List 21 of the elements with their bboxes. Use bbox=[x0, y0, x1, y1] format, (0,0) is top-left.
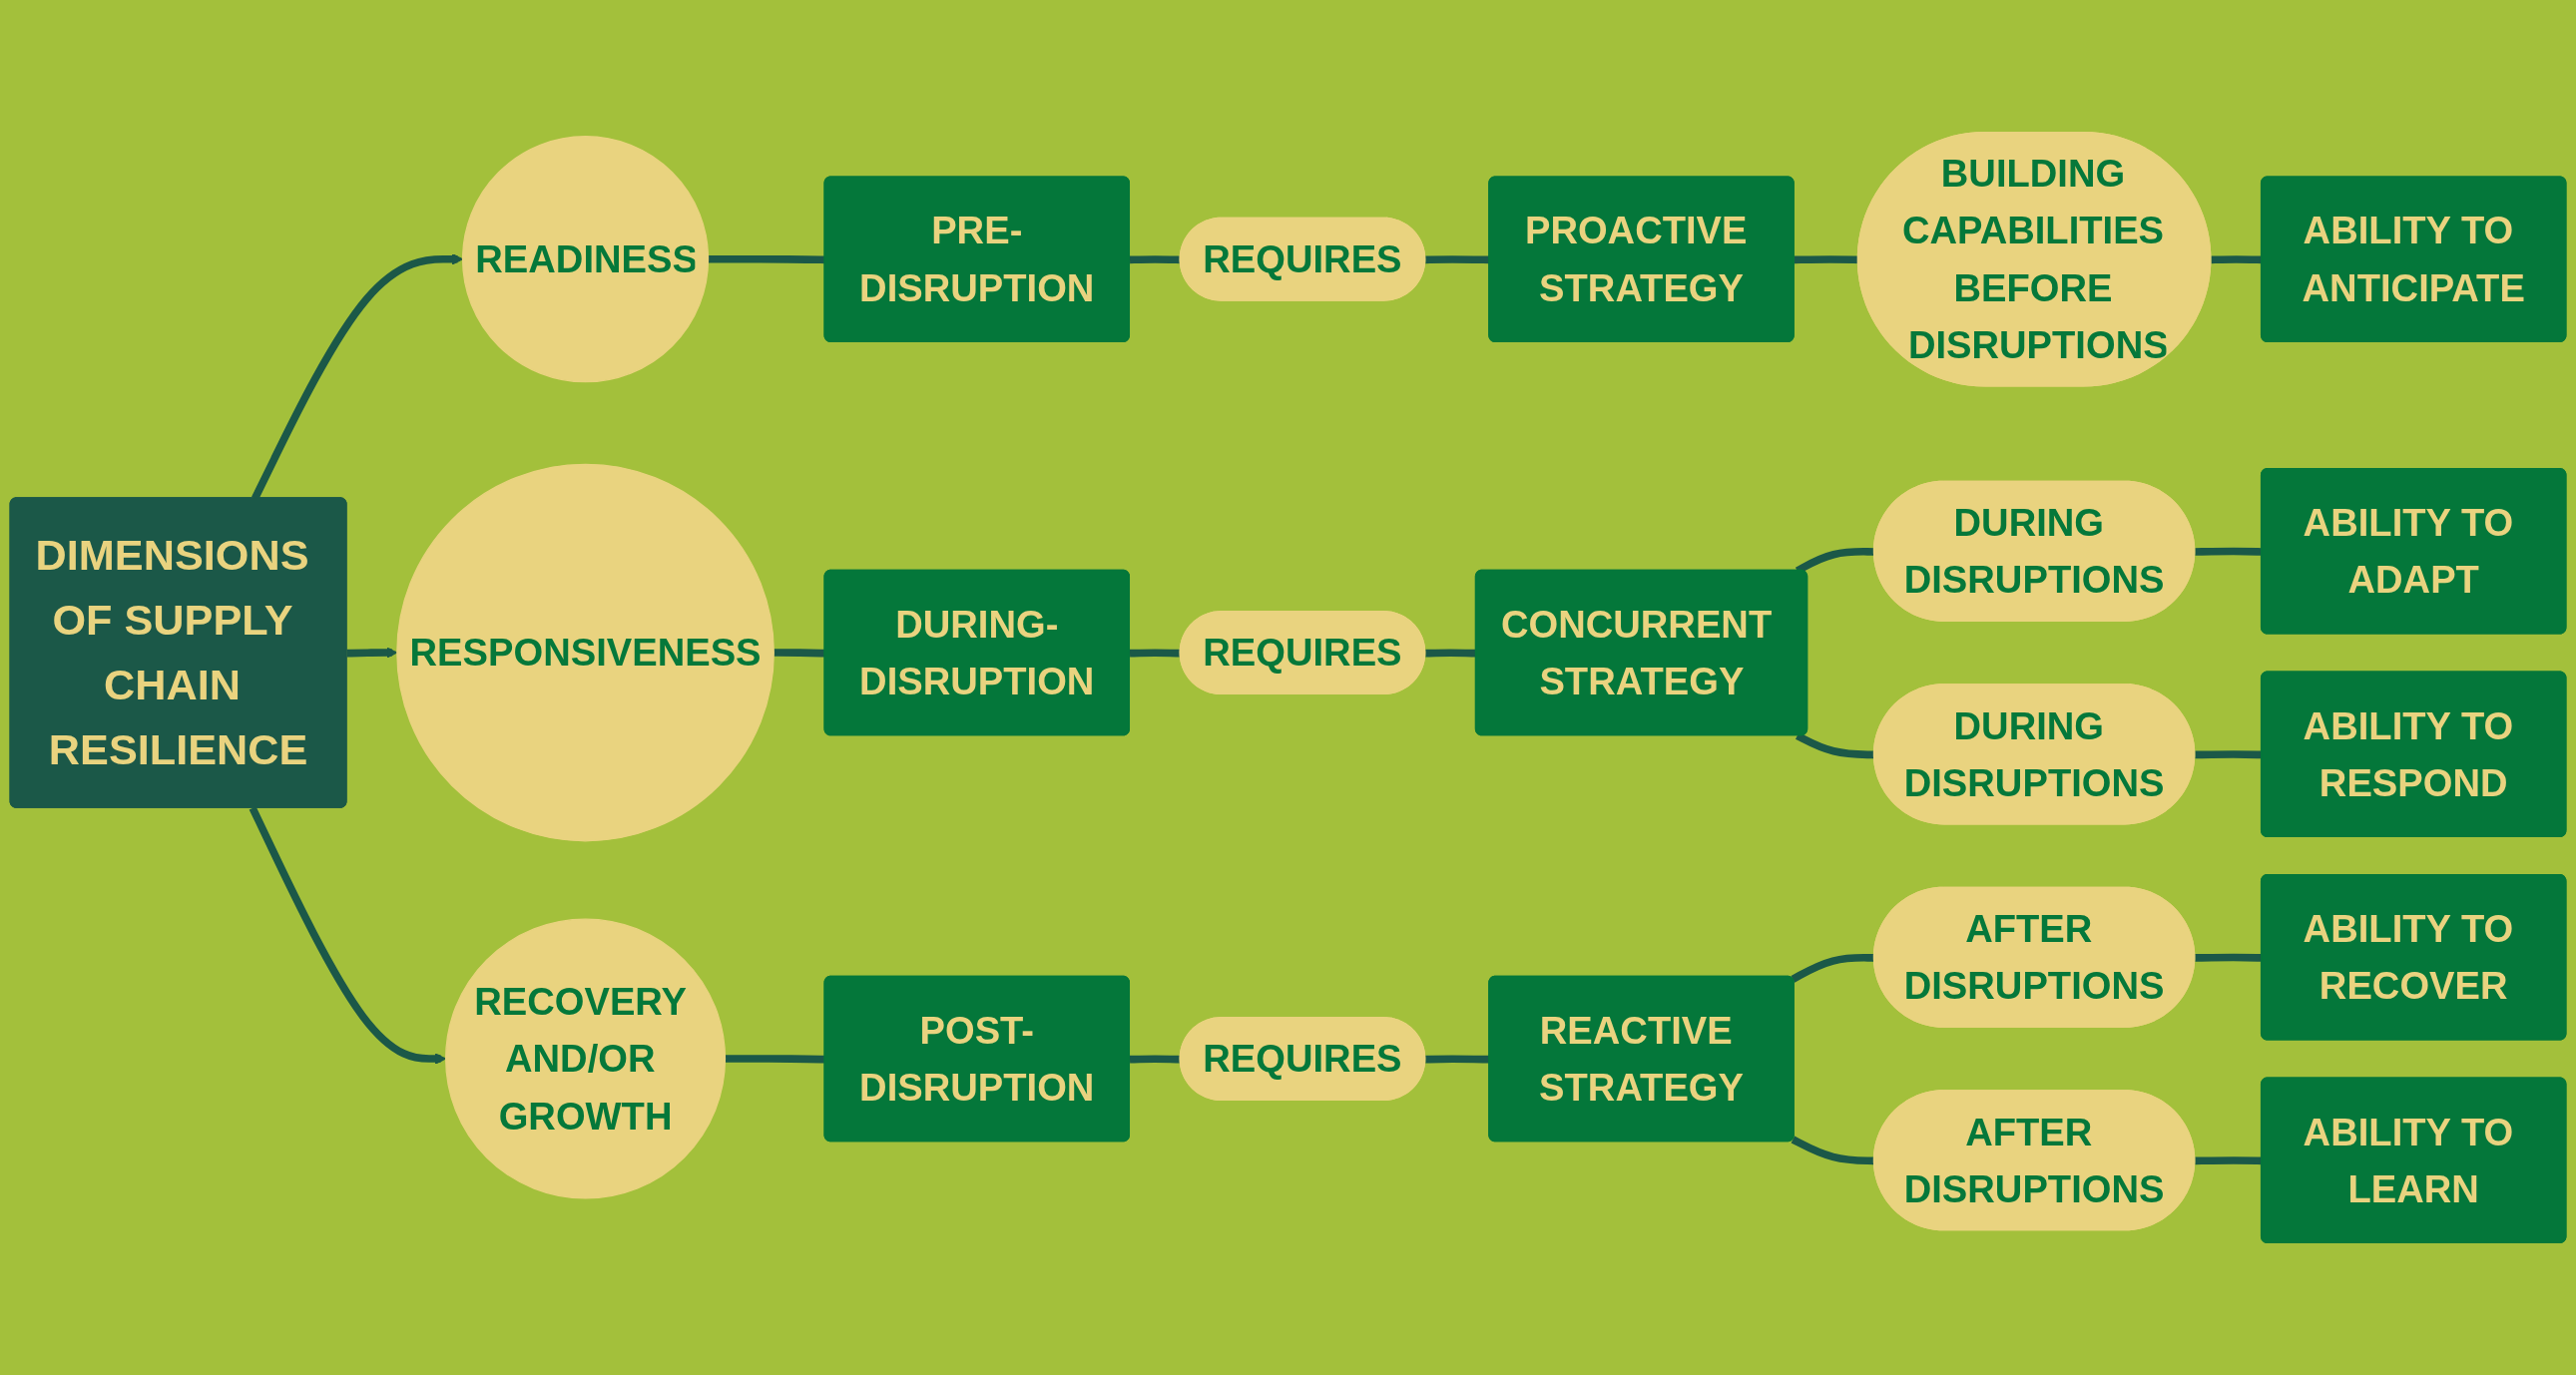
connector bbox=[2195, 1156, 2263, 1165]
arrow bbox=[346, 647, 398, 659]
node-circle: RECOVERY AND/OR GROWTH bbox=[445, 918, 727, 1199]
node-circle: READINESS bbox=[461, 136, 710, 383]
connector bbox=[2195, 750, 2263, 759]
connector bbox=[1129, 1055, 1181, 1064]
connector bbox=[1425, 255, 1490, 264]
connector bbox=[1425, 1055, 1490, 1064]
connector bbox=[2195, 953, 2263, 962]
node-circle: RESPONSIVENESS bbox=[396, 463, 774, 842]
connector bbox=[1794, 255, 1859, 264]
connector bbox=[708, 254, 825, 264]
connector bbox=[1425, 649, 1477, 658]
connector bbox=[773, 649, 825, 658]
connector bbox=[1129, 649, 1181, 658]
connector bbox=[1791, 1136, 1875, 1165]
connector bbox=[725, 1055, 825, 1064]
connector bbox=[2211, 255, 2263, 264]
connector bbox=[2195, 547, 2263, 556]
connector bbox=[1791, 953, 1875, 983]
connector bbox=[1129, 255, 1181, 264]
